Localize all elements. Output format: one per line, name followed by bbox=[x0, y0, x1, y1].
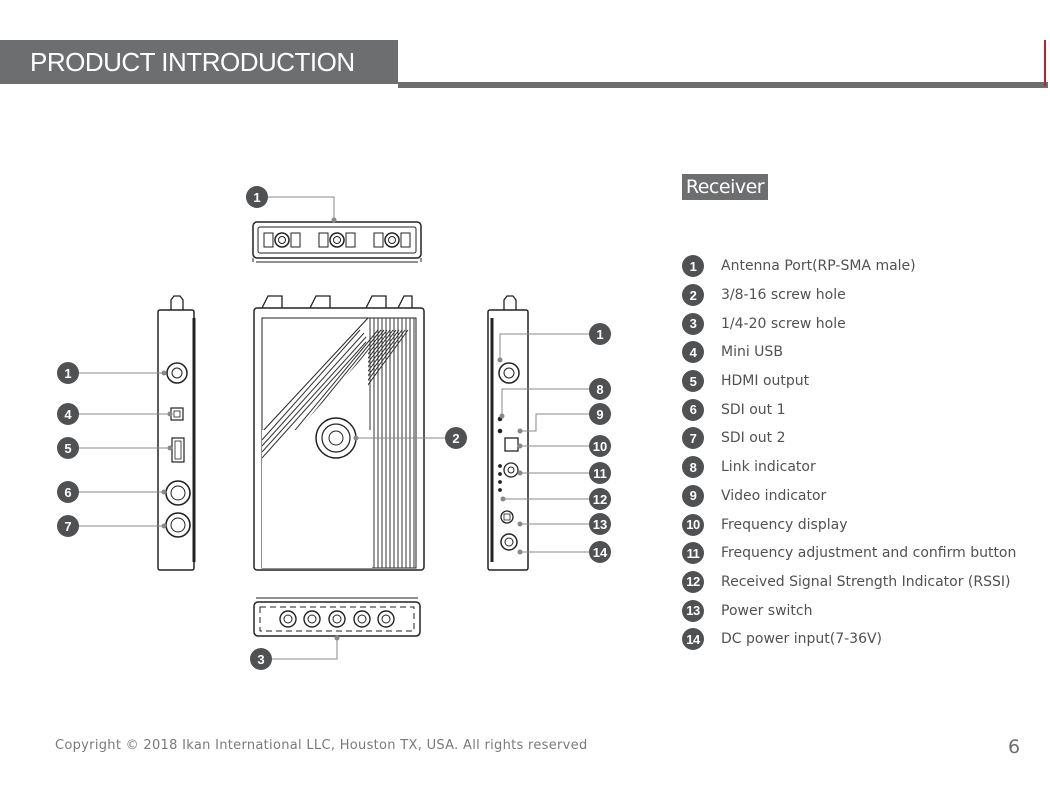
callout-badge: 7 bbox=[57, 515, 79, 537]
callout-badge: 14 bbox=[589, 541, 611, 563]
svg-text:6: 6 bbox=[64, 485, 71, 500]
svg-text:1: 1 bbox=[253, 190, 260, 205]
legend-text: Link indicator bbox=[721, 459, 816, 476]
antenna-connector-icon bbox=[373, 232, 411, 248]
list-item: 12 Received Signal Strength Indicator (RS… bbox=[682, 568, 1016, 597]
list-item: 7 SDI out 2 bbox=[682, 424, 1016, 453]
number-badge: 12 bbox=[682, 570, 704, 593]
callout-badge: 9 bbox=[589, 403, 611, 425]
svg-text:1: 1 bbox=[596, 327, 603, 342]
number-badge: 1 bbox=[682, 255, 704, 278]
legend-text: HDMI output bbox=[721, 373, 810, 390]
callout-badge: 4 bbox=[57, 403, 79, 425]
top-view bbox=[252, 196, 422, 263]
number-badge: 4 bbox=[682, 341, 704, 364]
legend-text: Antenna Port(RP-SMA male) bbox=[721, 258, 916, 275]
list-item: 6 SDI out 1 bbox=[682, 395, 1016, 424]
number-badge: 13 bbox=[682, 599, 704, 622]
svg-text:7: 7 bbox=[64, 519, 71, 534]
svg-text:14: 14 bbox=[593, 545, 608, 560]
legend-text: DC power input(7-36V) bbox=[721, 631, 883, 648]
callout-badge: 1 bbox=[246, 186, 268, 208]
legend-text: Mini USB bbox=[721, 344, 783, 361]
legend-text: Video indicator bbox=[721, 487, 827, 504]
list-item: 8 Link indicator bbox=[682, 453, 1016, 482]
legend-text: Frequency adjustment and confirm button bbox=[721, 545, 1017, 562]
list-item: 14 DC power input(7-36V) bbox=[682, 625, 1016, 654]
antenna-connector-icon bbox=[318, 232, 356, 248]
callout-badge: 8 bbox=[589, 378, 611, 400]
svg-text:5: 5 bbox=[64, 441, 71, 456]
legend-text: SDI out 1 bbox=[721, 401, 786, 418]
svg-text:11: 11 bbox=[593, 466, 607, 481]
list-item: 3 1/4-20 screw hole bbox=[682, 309, 1016, 338]
header-band bbox=[0, 40, 398, 84]
legend-text: Received Signal Strength Indicator (RSSI… bbox=[721, 573, 1011, 590]
header-accent bbox=[1044, 40, 1046, 86]
page-title: PRODUCT INTRODUCTION bbox=[30, 47, 355, 77]
number-badge: 7 bbox=[682, 427, 704, 450]
list-item: 10 Frequency display bbox=[682, 510, 1016, 539]
svg-text:3: 3 bbox=[257, 652, 264, 667]
number-badge: 3 bbox=[682, 312, 704, 335]
legend-text: Power switch bbox=[721, 602, 813, 619]
legend-text: SDI out 2 bbox=[721, 430, 786, 447]
callout-badge: 3 bbox=[250, 648, 272, 670]
number-badge: 11 bbox=[682, 542, 704, 565]
list-item: 11 Frequency adjustment and confirm butto… bbox=[682, 539, 1016, 568]
legend-text: Frequency display bbox=[721, 516, 848, 533]
section-label: Receiver bbox=[682, 174, 768, 200]
callout-badge: 12 bbox=[589, 488, 611, 510]
header-rule bbox=[398, 82, 1048, 88]
callout-badge: 1 bbox=[589, 323, 611, 345]
number-badge: 6 bbox=[682, 398, 704, 421]
number-badge: 14 bbox=[682, 628, 704, 651]
svg-text:10: 10 bbox=[593, 439, 607, 454]
callout-badge: 6 bbox=[57, 481, 79, 503]
svg-text:2: 2 bbox=[452, 431, 459, 446]
right-side-view bbox=[487, 295, 590, 571]
callout-badge: 2 bbox=[445, 427, 467, 449]
list-item: 1 Antenna Port(RP-SMA male) bbox=[682, 252, 1016, 281]
number-badge: 2 bbox=[682, 284, 704, 307]
callout-badge: 10 bbox=[589, 435, 611, 457]
number-badge: 5 bbox=[682, 370, 704, 393]
svg-text:4: 4 bbox=[64, 407, 72, 422]
callout-badge: 5 bbox=[57, 437, 79, 459]
antenna-connector-icon bbox=[263, 232, 301, 248]
legend-list: 1 Antenna Port(RP-SMA male) 2 3/8-16 screw… bbox=[682, 252, 1016, 654]
list-item: 13 Power switch bbox=[682, 596, 1016, 625]
number-badge: 8 bbox=[682, 456, 704, 479]
svg-text:13: 13 bbox=[593, 517, 607, 532]
number-badge: 9 bbox=[682, 484, 704, 507]
list-item: 9 Video indicator bbox=[682, 482, 1016, 511]
callout-badge: 13 bbox=[589, 513, 611, 535]
left-side-view bbox=[78, 295, 196, 571]
legend-text: 1/4-20 screw hole bbox=[721, 315, 846, 332]
number-badge: 10 bbox=[682, 513, 704, 536]
svg-text:12: 12 bbox=[593, 492, 607, 507]
list-item: 2 3/8-16 screw hole bbox=[682, 281, 1016, 310]
svg-text:8: 8 bbox=[596, 382, 603, 397]
bottom-view bbox=[253, 597, 421, 660]
copyright-text: Copyright © 2018 Ikan International LLC,… bbox=[55, 738, 588, 753]
legend-text: 3/8-16 screw hole bbox=[721, 287, 846, 304]
svg-text:9: 9 bbox=[596, 407, 603, 422]
callout-badge: 1 bbox=[57, 362, 79, 384]
page-number: 6 bbox=[1008, 736, 1021, 758]
callout-badge: 11 bbox=[589, 462, 611, 484]
list-item: 5 HDMI output bbox=[682, 367, 1016, 396]
svg-text:1: 1 bbox=[64, 366, 71, 381]
list-item: 4 Mini USB bbox=[682, 338, 1016, 367]
front-view bbox=[253, 295, 446, 571]
